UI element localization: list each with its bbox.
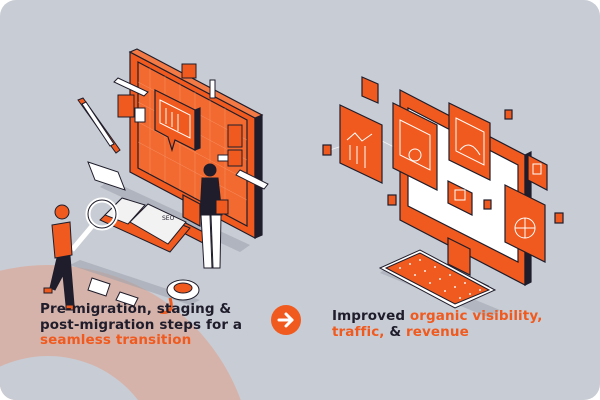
analytics-computer-illustration xyxy=(322,76,564,318)
results-highlight-revenue: revenue xyxy=(406,323,469,340)
results-highlight-visibility: organic visibility, xyxy=(409,308,543,324)
results-line-1: Improved organic visibility, xyxy=(332,308,543,325)
book-seo-label: SEO xyxy=(162,215,175,222)
caption-line-1: Pre-migration, staging & xyxy=(40,301,232,317)
results-prefix: Improved xyxy=(332,308,410,324)
results-middle: & xyxy=(384,323,407,340)
arrow-right-icon xyxy=(277,312,294,328)
seo-migration-illustration: SEO xyxy=(43,48,269,314)
caption-highlight: seamless transition xyxy=(40,332,192,348)
results-line-2: traffic, & revenue xyxy=(332,323,542,341)
results-highlight-traffic: traffic, xyxy=(332,323,385,340)
migration-steps-caption: Pre-migration, staging & post-migration … xyxy=(40,301,243,349)
results-caption: Improved organic visibility, traffic, & … xyxy=(332,308,543,341)
caption-line-2: post-migration steps for a xyxy=(40,316,243,333)
arrow-circle xyxy=(271,305,301,335)
